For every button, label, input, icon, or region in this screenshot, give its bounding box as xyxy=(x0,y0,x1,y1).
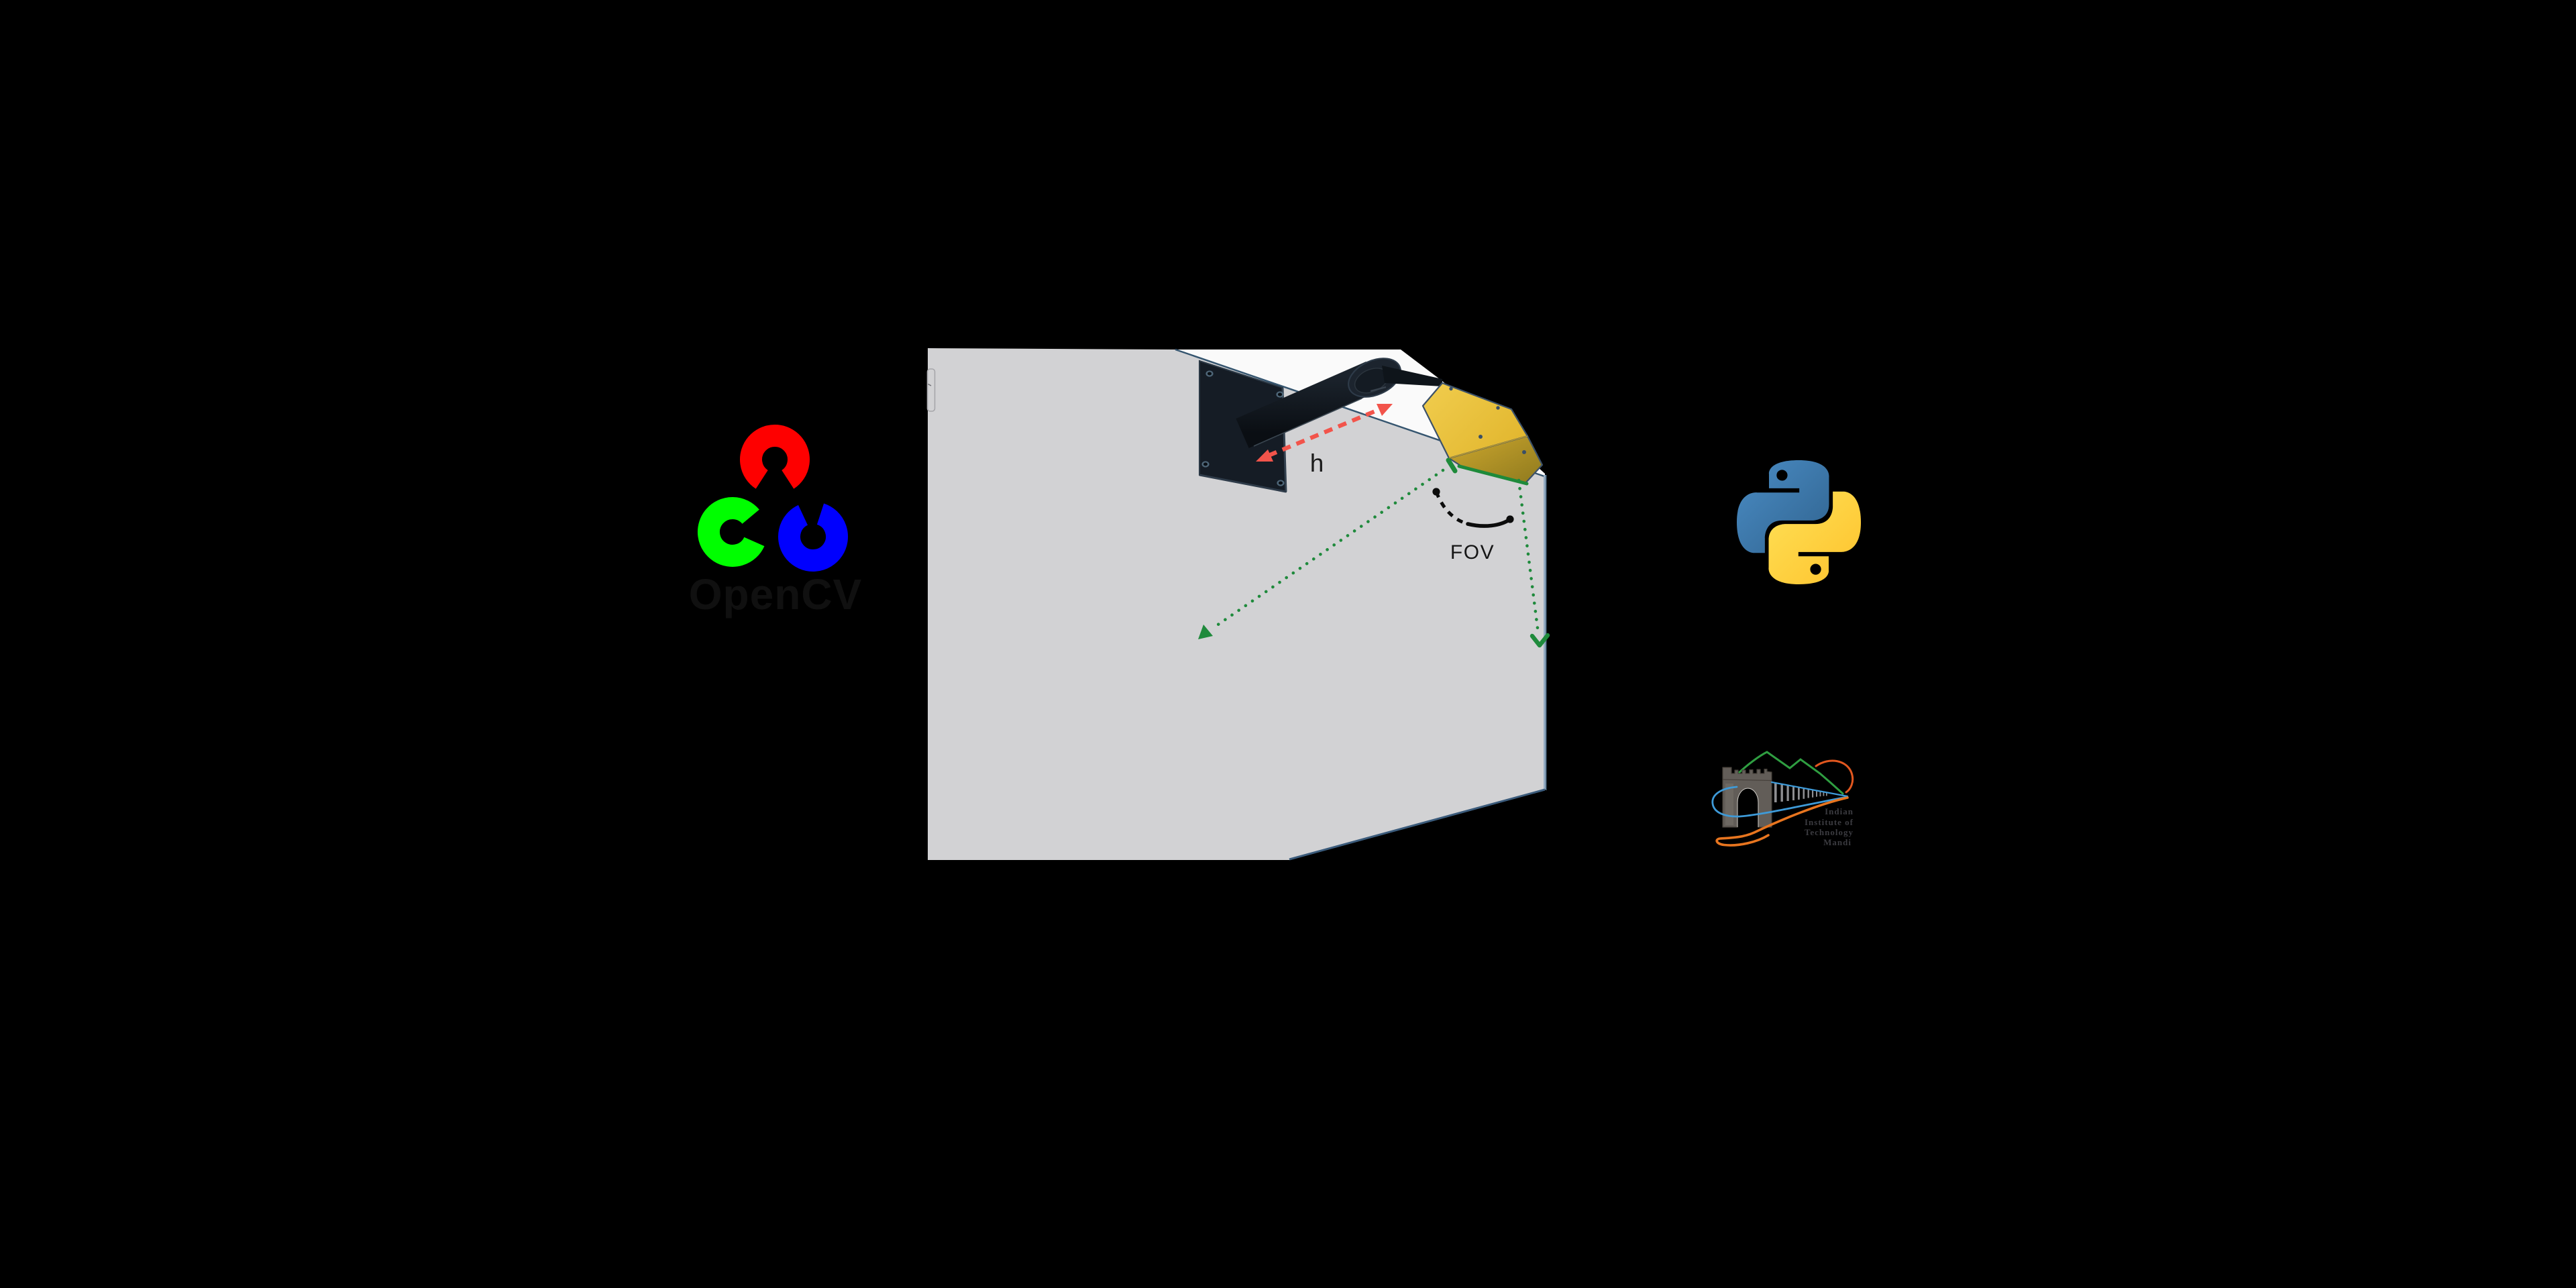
plate-screw-icon xyxy=(1205,370,1214,377)
box-screw-icon xyxy=(1449,386,1453,391)
box-screw-icon xyxy=(1496,406,1500,410)
iit-arch-icon xyxy=(1722,767,1772,828)
floor-lower-diagonal-edge xyxy=(1289,788,1546,861)
plate-screw-icon xyxy=(1276,391,1284,398)
floor-edge-tab xyxy=(926,368,936,412)
camera-box xyxy=(1421,382,1544,484)
height-label: h xyxy=(1310,449,1324,477)
height-arrowhead-left-icon xyxy=(1256,449,1273,462)
camera-arm xyxy=(1236,358,1442,448)
python-logo xyxy=(1737,460,1862,585)
fov-ray-right-arrowhead-icon xyxy=(1529,633,1550,648)
fov-angle-arc xyxy=(1432,488,1514,528)
iit-orange-swoosh-icon xyxy=(1715,796,1849,847)
opencv-ring-green-icon xyxy=(698,497,765,567)
opencv-logo: OpenCV xyxy=(689,425,862,619)
floor-surface xyxy=(928,348,1545,860)
opencv-ring-red-icon xyxy=(740,425,810,489)
iit-blue-river-icon xyxy=(1711,786,1848,818)
iit-wordmark: Indian Institute of Technology Mandi xyxy=(1805,806,1854,847)
height-arrowhead-right-icon xyxy=(1377,404,1393,416)
fov-ray-right xyxy=(1517,478,1550,648)
iit-bridge-pillars-icon xyxy=(1774,784,1827,802)
fov-label: FOV xyxy=(1450,541,1495,564)
camera-mount-diagram: h FOV xyxy=(926,348,1550,861)
height-arrow xyxy=(1256,404,1393,462)
iit-mountains-icon xyxy=(1737,751,1844,795)
plate-screw-icon xyxy=(1201,461,1210,468)
iit-orange-arc-icon xyxy=(1815,759,1854,794)
python-blue-snake-icon xyxy=(1737,460,1829,553)
camera-box-top-face xyxy=(1421,382,1529,460)
box-screw-icon xyxy=(1479,435,1483,439)
opencv-ring-blue-icon xyxy=(778,503,848,572)
arm-connector-rod xyxy=(1382,366,1442,386)
iit-text-line4: Mandi xyxy=(1823,837,1851,847)
plate-screw-icon xyxy=(1277,480,1285,486)
fov-ray-left xyxy=(1198,468,1445,639)
python-yellow-snake-icon xyxy=(1768,491,1862,585)
fov-ray-left-arrowhead-icon xyxy=(1198,625,1213,639)
box-screw-icon xyxy=(1522,450,1526,454)
ray-origin-tick xyxy=(1446,458,1458,474)
iit-text-line2: Institute of xyxy=(1805,817,1854,827)
iit-blue-deck-line-icon xyxy=(1770,781,1849,798)
iit-text-line1: Indian xyxy=(1825,806,1854,816)
iit-text-line3: Technology xyxy=(1805,827,1854,837)
iit-mandi-logo: Indian Institute of Technology Mandi xyxy=(1711,751,1854,847)
opencv-wordmark: OpenCV xyxy=(689,570,862,619)
sensor-base-line xyxy=(1457,464,1529,486)
